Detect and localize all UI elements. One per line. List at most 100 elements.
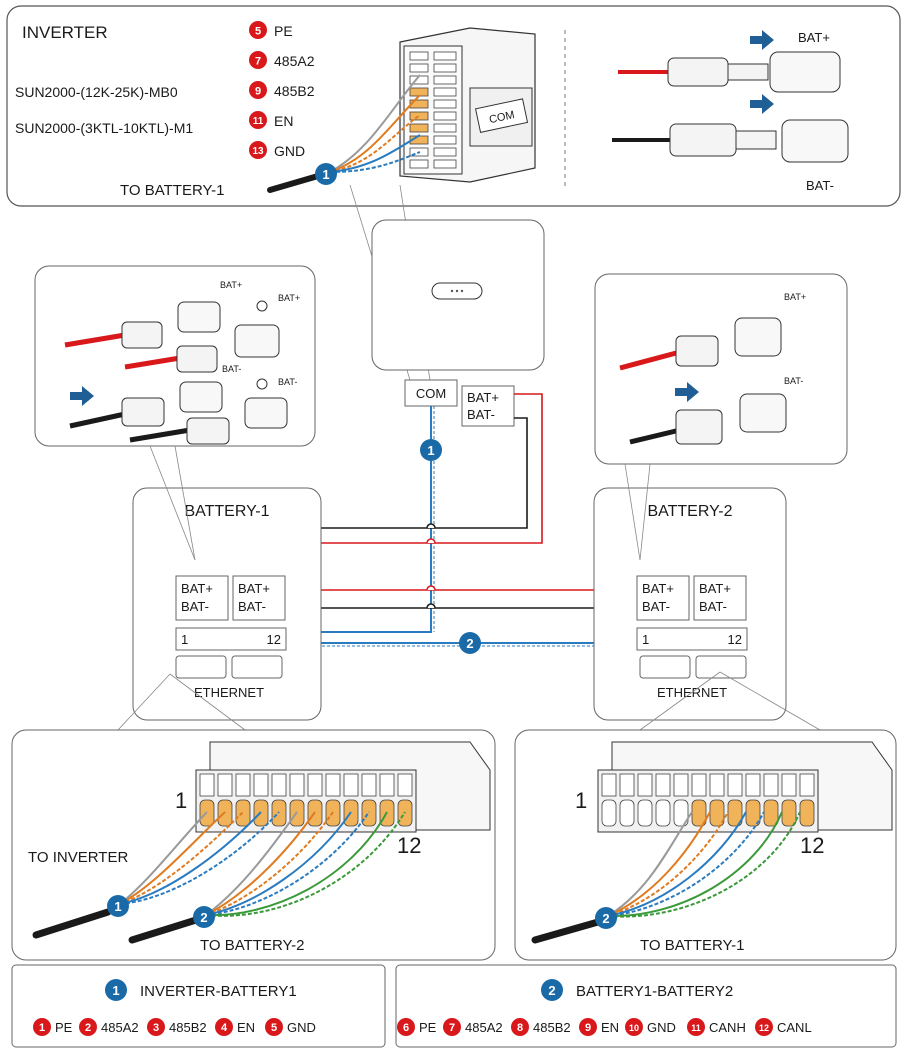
inverter-bat-port [461,385,515,427]
inverter-bat-minus-text: BAT- [467,407,495,422]
callout-1-bat-plus-2: BAT+ [278,293,300,303]
terminal-pin-top [709,773,725,797]
terminal-left-pin-last: 12 [397,833,421,858]
battery-1-term-left: 1 [181,632,188,647]
terminal-wire [205,811,316,916]
terminal-pin-top [763,773,779,797]
terminal-pin-top [601,773,617,797]
terminal-pin-top [361,773,377,797]
blue-com-wire [287,406,432,633]
terminal-pin-top [343,773,359,797]
battery-2-port-b [693,575,747,621]
com-connector-illustration: COM [399,27,536,183]
inverter-com-text: COM [416,386,446,401]
battery-link-badge: 2 [466,636,473,651]
terminal-pin [781,799,797,827]
inverter-pin-7: 7 485A2 [249,51,315,69]
battery-2-term-left: 1 [642,632,649,647]
battery-1-term-right: 12 [267,632,281,647]
inverter-pin-11-num: 11 [253,116,264,127]
battery-1-port-a [175,575,229,621]
battery-1-port-a-plus: BAT+ [181,581,213,596]
com-pin [409,159,429,169]
terminal-wire [607,811,729,917]
legend-item-num: 7 [449,1022,455,1034]
arrow-right-icon [750,30,774,50]
terminal-wire [205,811,406,917]
com-pin-slot [433,87,457,97]
com-pin-slot [433,51,457,61]
com-pin-slot [433,111,457,121]
legend-2-title: BATTERY1-BATTERY2 [576,983,733,1000]
battery-2-title: BATTERY-2 [647,503,732,520]
battery-2-port-a-minus: BAT- [642,599,670,614]
terminal-wire [119,811,208,905]
terminal-pin [361,799,377,827]
inverter-unit: COM BAT+ BAT- [371,219,545,427]
terminal-detail-right: 1 12 2 TO BATTERY-1 [514,671,897,961]
inverter-pin-9-label: 485B2 [274,83,315,99]
inverter-bat-plus-text: BAT+ [467,390,499,405]
legend-item-label: 485A2 [465,1020,503,1035]
com-pin-slot [433,135,457,145]
terminal-left-pin-first: 1 [175,788,187,813]
legend-item-label: CANL [777,1020,812,1035]
terminal-detail-left: 1 12 1 2 TO INVERTER TO BATTERY-2 [11,673,496,961]
inverter-pin-13: 13 GND [249,141,305,159]
legend-item-label: EN [601,1020,619,1035]
battery-1: BATTERY-1 BAT+ BAT- BAT+ BAT- 1 12 ETHER… [132,487,322,721]
com-label: COM [488,109,516,126]
terminal-pin-top [397,773,413,797]
terminal-wire [205,811,334,916]
inverter-pin-11: 11 EN [249,111,293,129]
battery-2-ethernet-port-b [695,655,747,679]
com-pin [409,123,429,133]
legend-item-num: 3 [153,1022,159,1034]
battery-2-callout: BAT+ BAT- [594,273,848,561]
inverter-pin-13-label: GND [274,143,305,159]
terminal-pin [637,799,653,827]
terminal-wire [205,811,298,916]
com-link-badge: 1 [427,443,434,458]
terminal-left-badge-2: 2 [200,910,207,925]
terminal-wire [119,811,226,905]
terminal-pin-top [379,773,395,797]
terminal-pin-top [673,773,689,797]
legend-item-label: PE [419,1020,437,1035]
inverter-cable: 1 [267,74,421,193]
inverter-panel: INVERTER SUN2000-(12K-25K)-MB0 SUN2000-(… [6,5,901,381]
terminal-right-pin-first: 1 [575,788,587,813]
terminal-wire [607,811,693,917]
inverter-pin-7-num: 7 [255,56,261,68]
terminal-pin [673,799,689,827]
legend-item-num: 4 [221,1022,228,1034]
legend-1-badge: 1 [112,983,119,998]
legend-item-label: 485B2 [169,1020,207,1035]
battery-2-port-a [636,575,690,621]
legend-2-badge: 2 [548,983,555,998]
inverter-pin-9: 9 485B2 [249,81,315,99]
inverter-pin-7-label: 485A2 [274,53,315,69]
terminal-pin [727,799,743,827]
legend-item-label: 485B2 [533,1020,571,1035]
battery-1-port-b [232,575,286,621]
terminal-right-badge-2: 2 [602,911,609,926]
legend-item-label: 485A2 [101,1020,139,1035]
legend-item: 3 485B2 [147,1018,207,1036]
callout-1-bat-minus-1: BAT- [222,364,241,374]
inverter-pin-5-label: PE [274,23,293,39]
terminal-wire [119,811,280,905]
terminal-pin-top [289,773,305,797]
legend-item-num: 11 [691,1023,701,1033]
terminal-wire [607,811,765,917]
battery-2-term-right: 12 [728,632,742,647]
terminal-pin-top [271,773,287,797]
terminal-right-to-battery: TO BATTERY-1 [640,937,744,954]
